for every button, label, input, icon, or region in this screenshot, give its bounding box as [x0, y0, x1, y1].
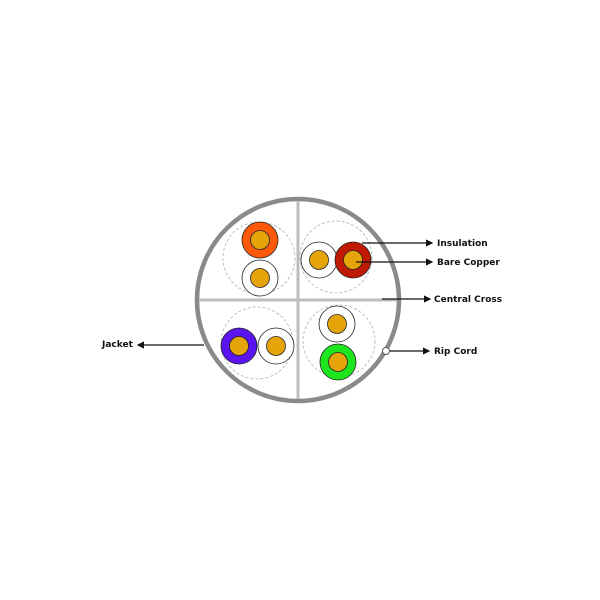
wire-orange-white-copper [250, 268, 270, 288]
rip-cord [382, 347, 390, 355]
wire-green-white-copper [327, 314, 347, 334]
wire-red-copper [343, 250, 363, 270]
wire-orange-copper [250, 230, 270, 250]
insulation-label: Insulation [437, 239, 488, 249]
wire-blue-copper [229, 336, 249, 356]
jacket-label: Jacket [101, 340, 134, 350]
bare-copper-label: Bare Copper [437, 258, 500, 268]
central-cross-label: Central Cross [434, 295, 502, 305]
rip-cord-label: Rip Cord [434, 347, 477, 357]
pair-outline-top-right [299, 220, 373, 294]
wire-blue-white-copper [266, 336, 286, 356]
wire-white-red-copper [309, 250, 329, 270]
wire-green-copper [328, 352, 348, 372]
